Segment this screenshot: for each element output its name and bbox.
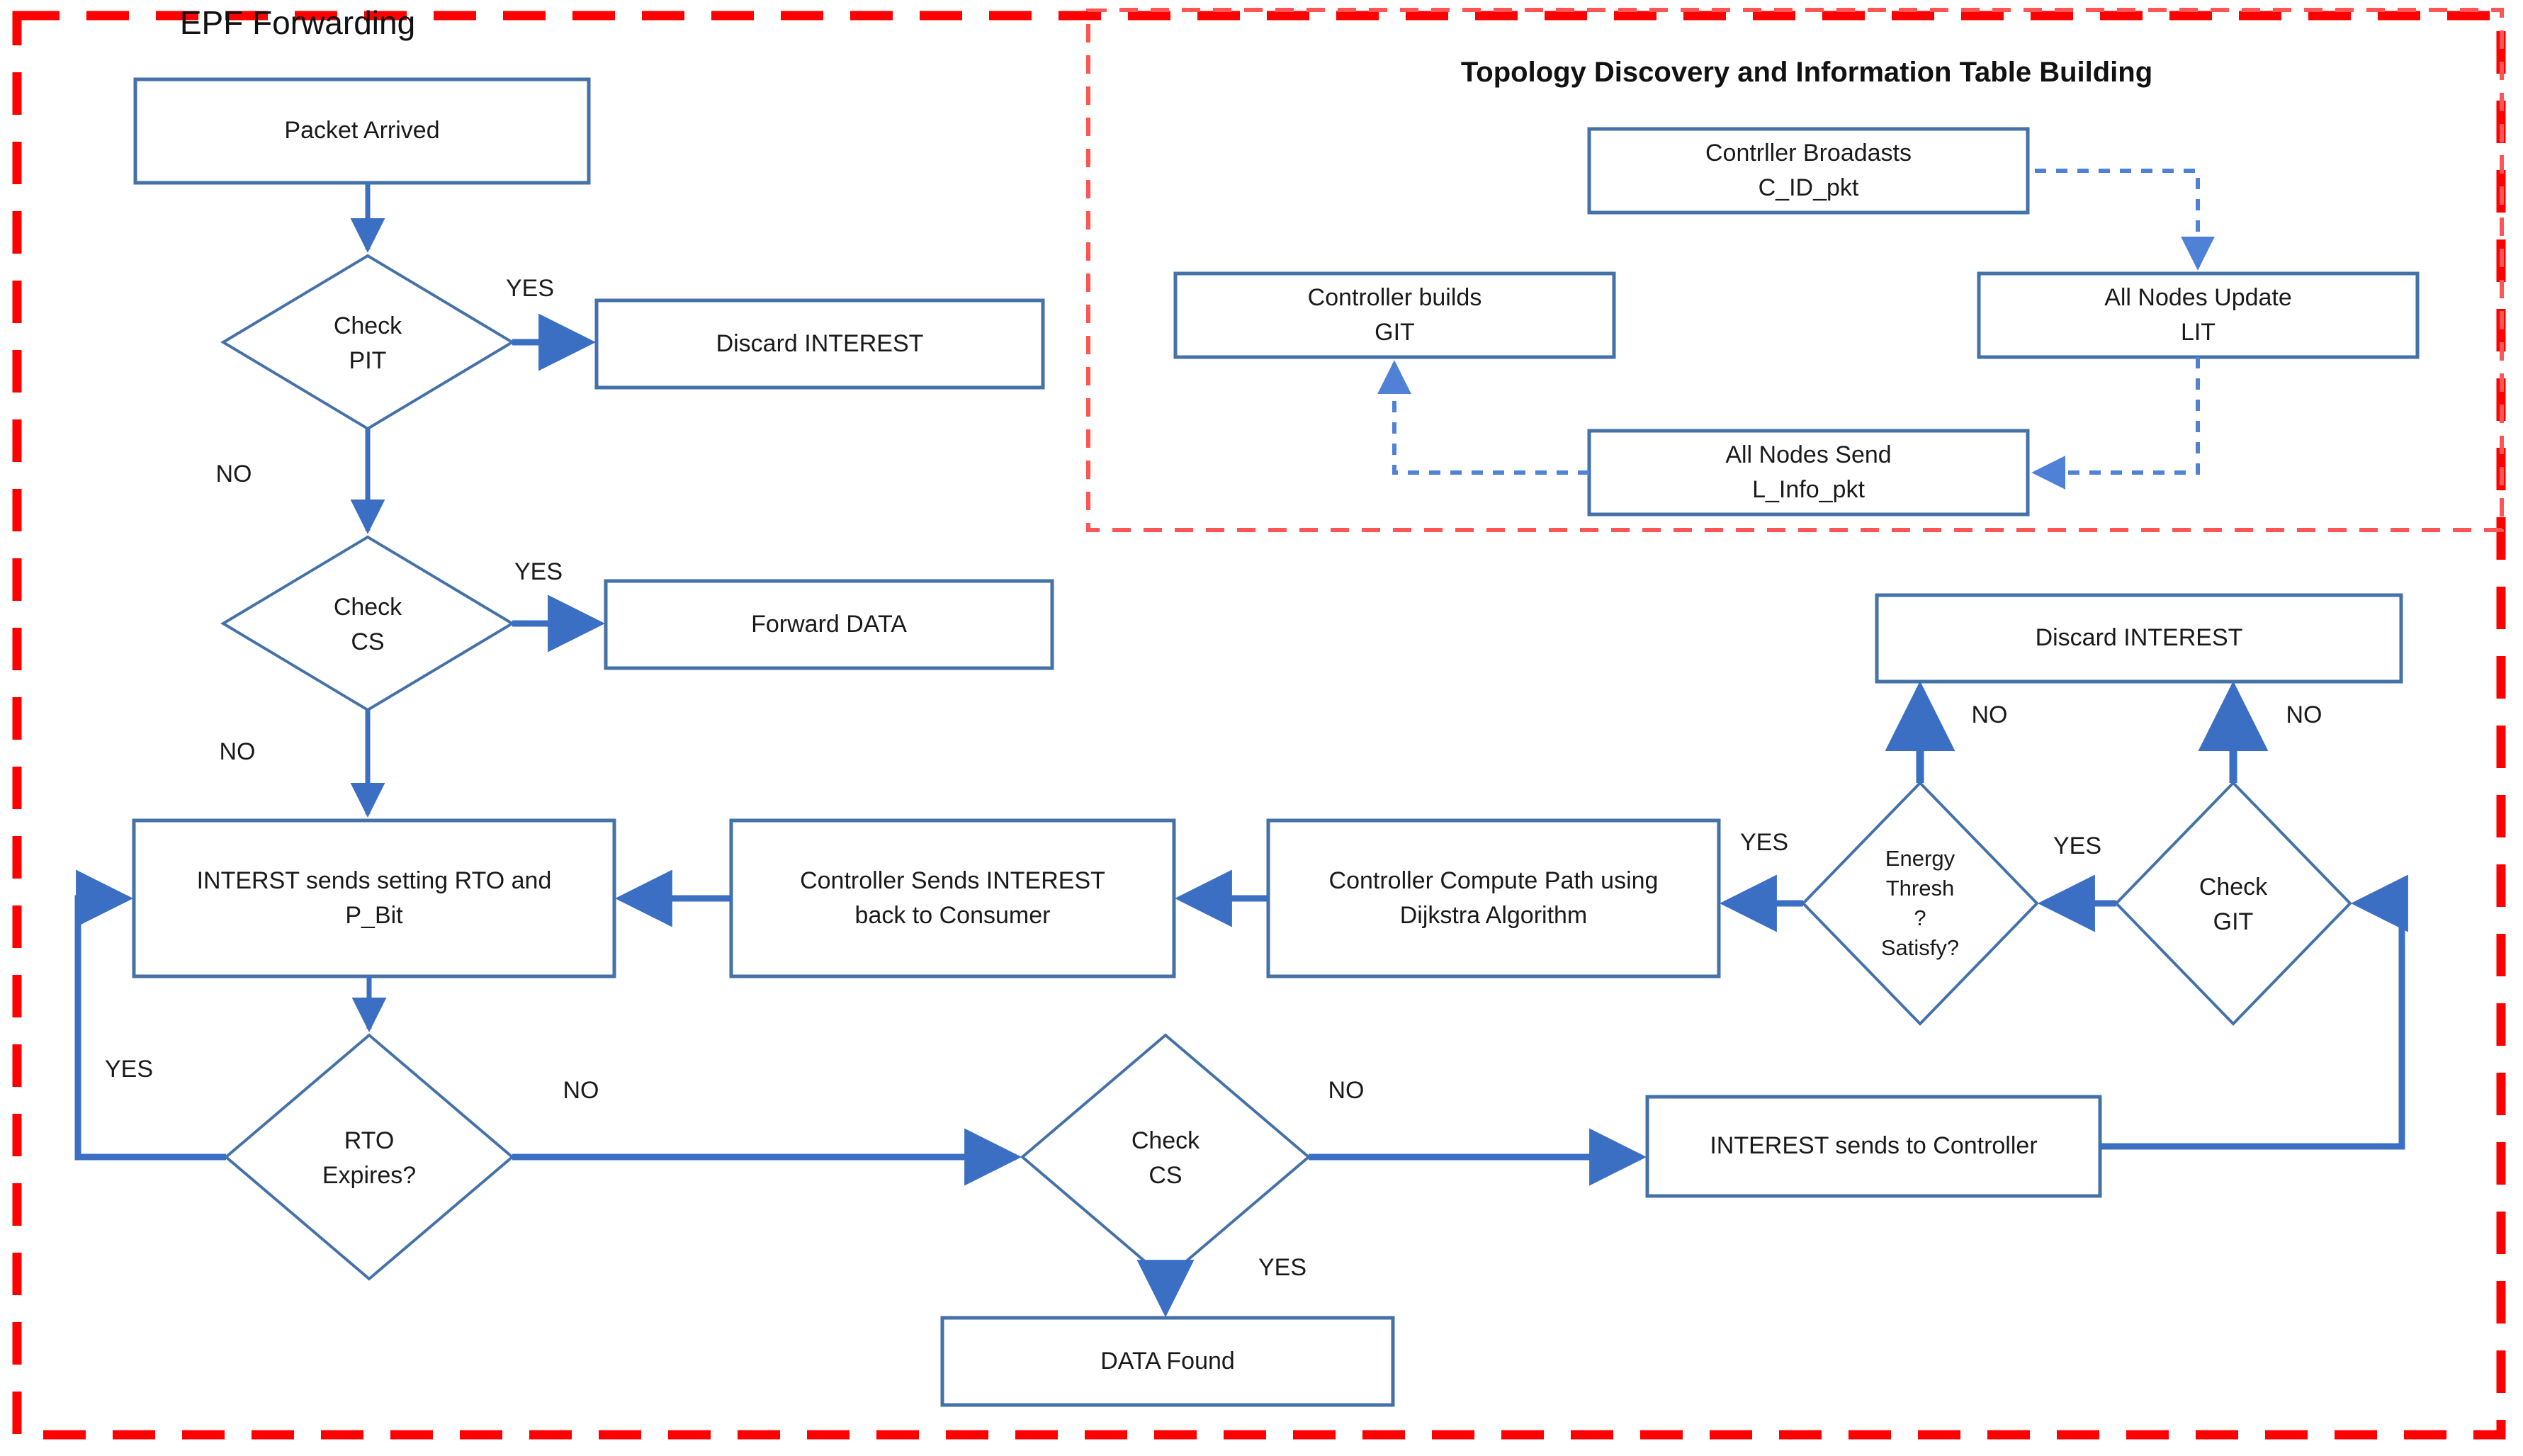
edge-label-energy-no: NO — [1971, 701, 2008, 728]
node-discard-interest-top — [594, 298, 1045, 390]
edge-rto-yes-loop — [74, 869, 226, 1161]
edge-linfo-to-git — [1377, 360, 1589, 475]
node-check-cs-top — [220, 535, 515, 712]
edge-label-pit-no: NO — [215, 461, 252, 487]
node-all-nodes-send-linfo — [1587, 429, 2030, 517]
node-forward-data — [604, 579, 1054, 670]
edge-label-cs-bottom-no: NO — [1328, 1077, 1365, 1104]
node-interst-sends-rto — [132, 818, 616, 978]
edge-label-cs-top-no: NO — [219, 738, 256, 765]
edge-label-rto-yes: YES — [104, 1056, 154, 1083]
node-check-git — [2114, 781, 2352, 1026]
epf-section-border — [12, 11, 2506, 1440]
edge-label-energy-yes: YES — [1739, 829, 1789, 856]
edge-label-git-yes: YES — [2053, 833, 2102, 859]
node-controller-compute-path — [1266, 818, 1721, 978]
topology-section-title: Topology Discovery and Information Table… — [1460, 57, 2153, 88]
node-check-pit — [220, 254, 515, 431]
edge-label-cs-bottom-yes: YES — [1258, 1254, 1307, 1281]
edge-label-rto-no: NO — [563, 1077, 599, 1104]
node-controller-sends-interest — [729, 818, 1176, 978]
edge-lit-to-linfo — [2031, 357, 2200, 490]
epf-section-title: EPF Forwarding — [179, 4, 416, 41]
node-controller-broadcasts — [1587, 127, 2030, 215]
edge-label-git-no: NO — [2286, 701, 2322, 728]
node-data-found — [940, 1316, 1395, 1407]
node-all-nodes-update-lit — [1977, 271, 2420, 359]
edge-label-pit-yes: YES — [505, 275, 555, 302]
node-rto-expires — [223, 1033, 515, 1281]
edge-controller-to-git — [2100, 874, 2408, 1150]
node-discard-interest-right — [1875, 593, 2403, 684]
edge-broadcasts-to-lit — [2035, 169, 2215, 271]
node-energy-thresh — [1801, 781, 2039, 1026]
node-interest-sends-controller — [1645, 1095, 2102, 1198]
node-check-cs-bottom — [1020, 1033, 1311, 1281]
node-controller-builds-git — [1173, 271, 1616, 359]
edge-label-cs-top-yes: YES — [514, 558, 563, 585]
node-packet-arrived — [133, 77, 591, 185]
